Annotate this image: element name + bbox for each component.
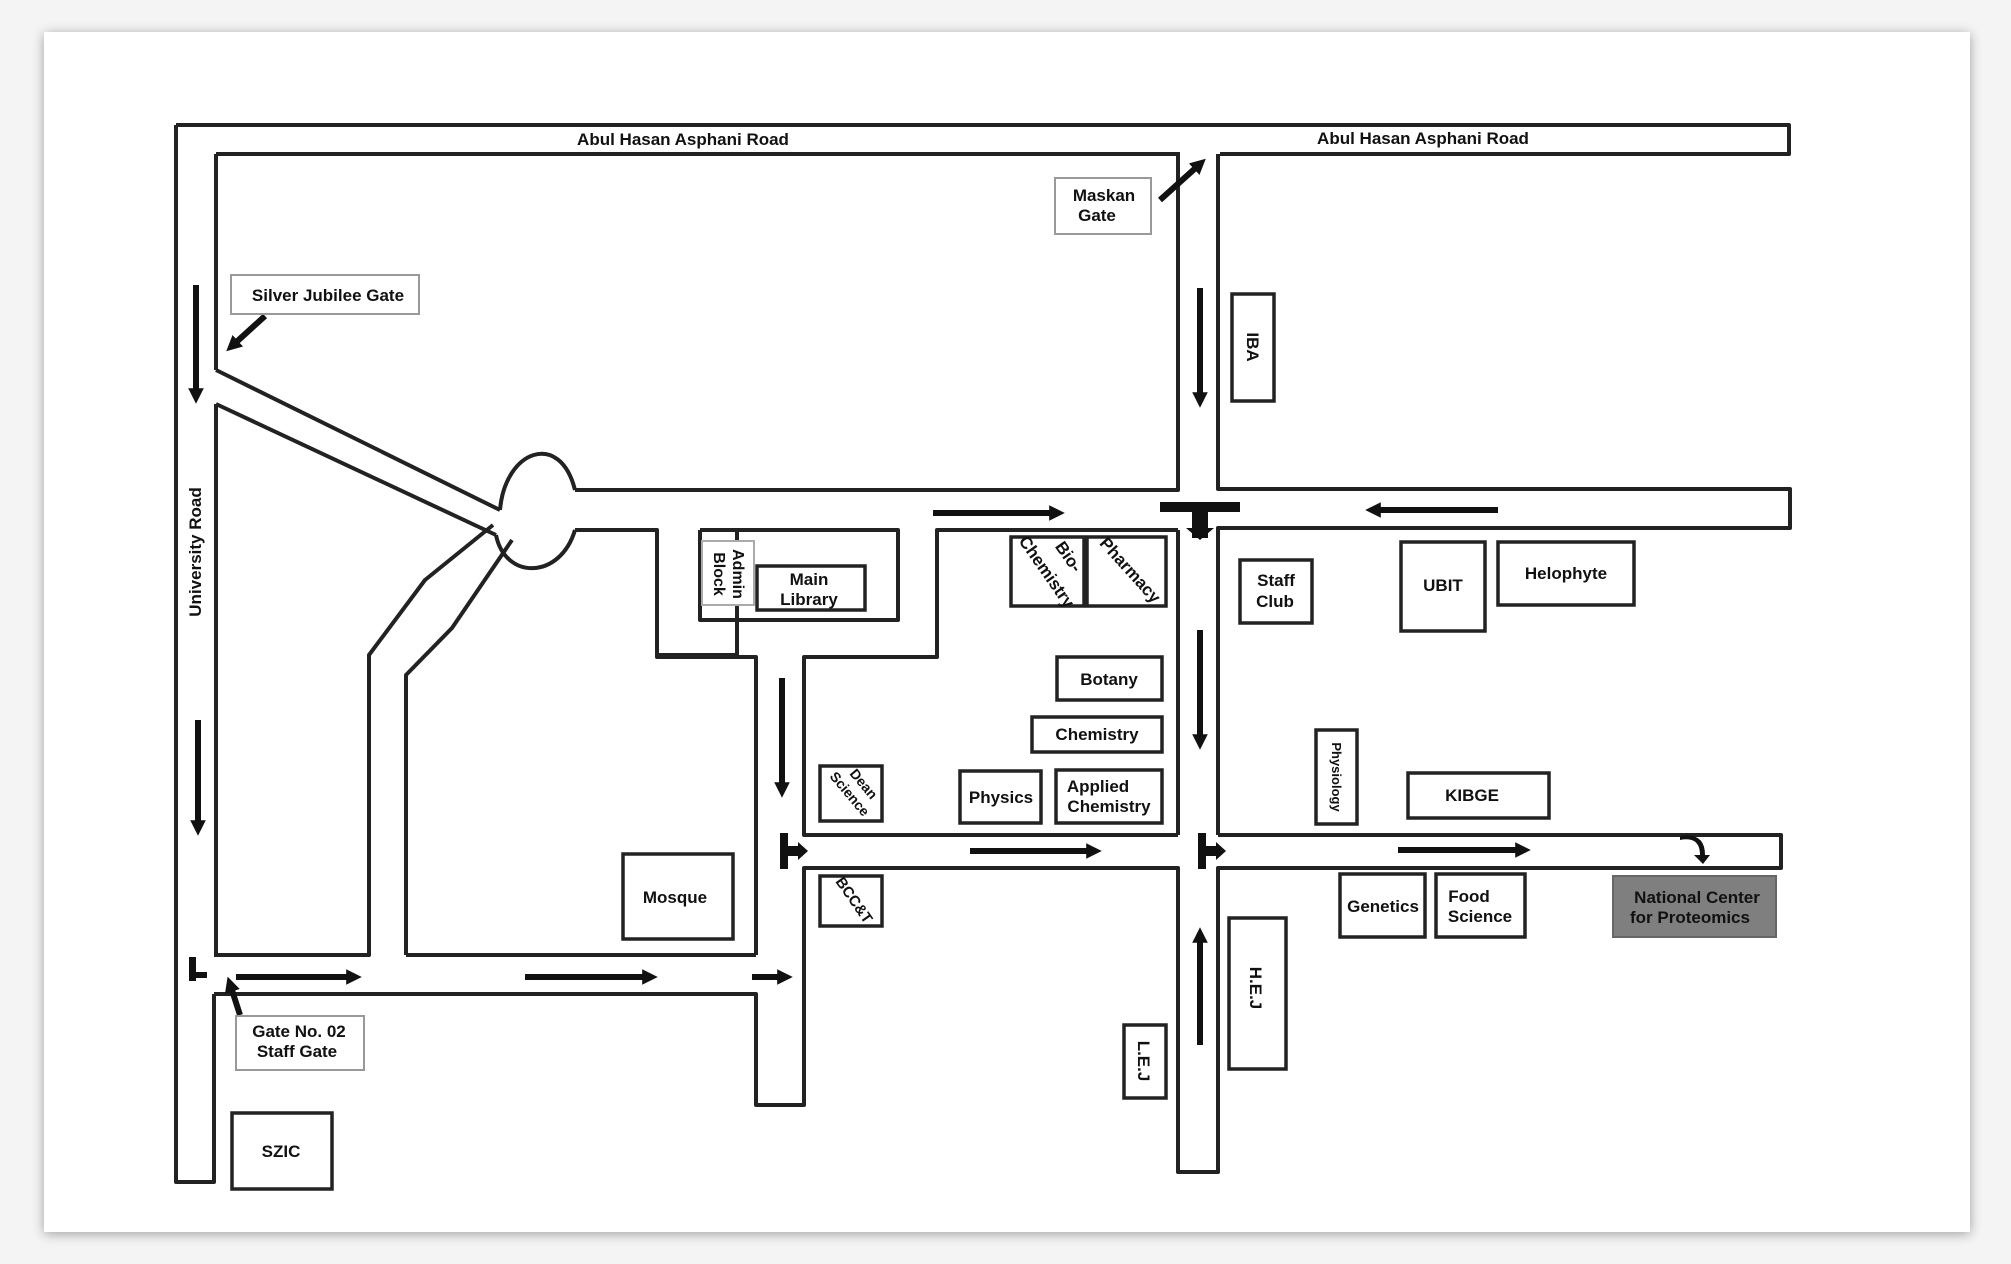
library-label-1: Main bbox=[790, 570, 829, 589]
building-pharmacy[interactable]: Pharmacy bbox=[1085, 534, 1168, 608]
physics-label: Physics bbox=[969, 788, 1033, 807]
building-national-center-proteomics[interactable]: National Center for Proteomics bbox=[1612, 875, 1777, 938]
building-hej[interactable]: H.E.J bbox=[1227, 916, 1288, 1071]
junction-markers bbox=[189, 502, 1710, 981]
roundabout bbox=[494, 451, 577, 571]
building-mosque[interactable]: Mosque bbox=[621, 852, 735, 941]
ncp-label-2: for Proteomics bbox=[1630, 908, 1750, 927]
chemistry-label: Chemistry bbox=[1055, 725, 1139, 744]
maskan-gate-label-1: Maskan bbox=[1073, 186, 1135, 205]
building-lej[interactable]: L.E.J bbox=[1122, 1023, 1168, 1100]
traffic-arrows bbox=[188, 158, 1531, 1045]
staff-gate-label-1: Gate No. 02 bbox=[252, 1022, 346, 1041]
building-ubit[interactable]: UBIT bbox=[1399, 540, 1487, 633]
kibge-label: KIBGE bbox=[1445, 786, 1499, 805]
building-szic[interactable]: SZIC bbox=[230, 1111, 334, 1191]
building-kibge[interactable]: KIBGE bbox=[1406, 771, 1551, 820]
building-helophyte[interactable]: Helophyte bbox=[1496, 540, 1636, 607]
building-physics[interactable]: Physics bbox=[958, 769, 1043, 825]
ncp-label-1: National Center bbox=[1634, 888, 1760, 907]
building-applied-chemistry[interactable]: Applied Chemistry bbox=[1054, 768, 1164, 825]
helophyte-label: Helophyte bbox=[1525, 564, 1607, 583]
hej-label: H.E.J bbox=[1246, 967, 1265, 1010]
road-label-top-left: Abul Hasan Asphani Road bbox=[577, 130, 789, 149]
food-science-label-1: Food bbox=[1448, 887, 1490, 906]
building-botany[interactable]: Botany bbox=[1055, 655, 1164, 702]
building-iba[interactable]: IBA bbox=[1230, 292, 1276, 403]
botany-label: Botany bbox=[1080, 670, 1138, 689]
road-university bbox=[174, 125, 216, 1184]
building-physiology[interactable]: Physiology bbox=[1314, 728, 1359, 826]
genetics-label: Genetics bbox=[1347, 897, 1419, 916]
staff-club-label-2: Club bbox=[1256, 592, 1294, 611]
building-food-science[interactable]: Food Science bbox=[1434, 872, 1527, 939]
maskan-gate-label-2: Gate bbox=[1078, 206, 1116, 225]
road-label-university: University Road bbox=[186, 487, 205, 616]
building-biochemistry[interactable]: Bio- Chemistry bbox=[1009, 532, 1086, 612]
road-diagonal-roundabout bbox=[215, 368, 501, 512]
building-staff-club[interactable]: Staff Club bbox=[1238, 558, 1314, 625]
applied-chem-label-2: Chemistry bbox=[1067, 797, 1151, 816]
applied-chem-label-1: Applied bbox=[1067, 777, 1129, 796]
admin-label-2: Block bbox=[710, 552, 727, 596]
physiology-label: Physiology bbox=[1329, 742, 1344, 812]
silver-jubilee-gate[interactable]: Silver Jubilee Gate bbox=[230, 274, 420, 315]
library-label-2: Library bbox=[780, 590, 838, 609]
maskan-gate[interactable]: Maskan Gate bbox=[1054, 177, 1152, 235]
iba-label: IBA bbox=[1243, 332, 1262, 361]
road-abul-hasan-asphani-top bbox=[176, 123, 1791, 156]
building-dean-science[interactable]: Dean Science bbox=[818, 764, 884, 823]
staff-gate[interactable]: Gate No. 02 Staff Gate bbox=[235, 1015, 365, 1071]
silver-jubilee-gate-label: Silver Jubilee Gate bbox=[252, 286, 404, 305]
building-admin-block[interactable]: Admin Block bbox=[701, 540, 755, 606]
building-genetics[interactable]: Genetics bbox=[1338, 872, 1427, 939]
road-bottom-left bbox=[214, 523, 495, 957]
road-label-top-right: Abul Hasan Asphani Road bbox=[1317, 129, 1529, 148]
building-bcct[interactable]: BCC&T bbox=[818, 874, 884, 928]
mosque-label: Mosque bbox=[643, 888, 707, 907]
building-chemistry[interactable]: Chemistry bbox=[1030, 715, 1164, 754]
staff-club-label-1: Staff bbox=[1257, 571, 1295, 590]
staff-gate-label-2: Staff Gate bbox=[257, 1042, 337, 1061]
food-science-label-2: Science bbox=[1448, 907, 1512, 926]
road-central bbox=[575, 154, 1180, 492]
szic-label: SZIC bbox=[262, 1142, 301, 1161]
building-main-library[interactable]: Main Library bbox=[755, 564, 867, 612]
ubit-label: UBIT bbox=[1423, 576, 1463, 595]
admin-label-1: Admin bbox=[729, 549, 746, 599]
lej-label: L.E.J bbox=[1134, 1041, 1153, 1082]
